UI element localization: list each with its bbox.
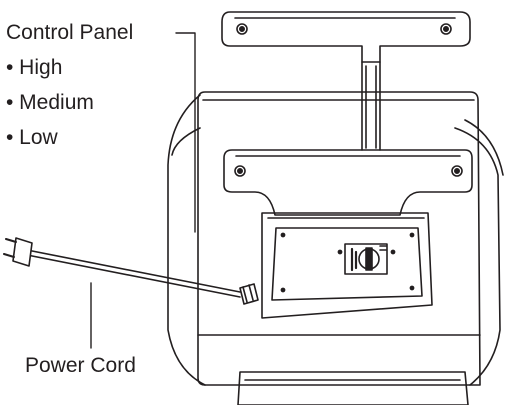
plug xyxy=(12,237,33,267)
control-knob[interactable] xyxy=(344,243,388,275)
back-bracket xyxy=(223,149,473,216)
power-cord-label: Power Cord xyxy=(25,354,136,377)
setting-low: • Low xyxy=(6,126,58,149)
setting-high: • High xyxy=(6,56,63,79)
top-handle xyxy=(221,11,471,151)
control-panel-leader xyxy=(175,32,196,233)
control-housing xyxy=(261,212,433,319)
leader-lines xyxy=(90,32,196,349)
setting-medium: • Medium xyxy=(6,91,94,114)
front-foot xyxy=(237,371,469,405)
fan-side-shroud xyxy=(167,94,504,386)
fan-body xyxy=(197,91,481,386)
control-panel-label: Control Panel xyxy=(6,21,134,44)
power-cord xyxy=(3,237,259,305)
